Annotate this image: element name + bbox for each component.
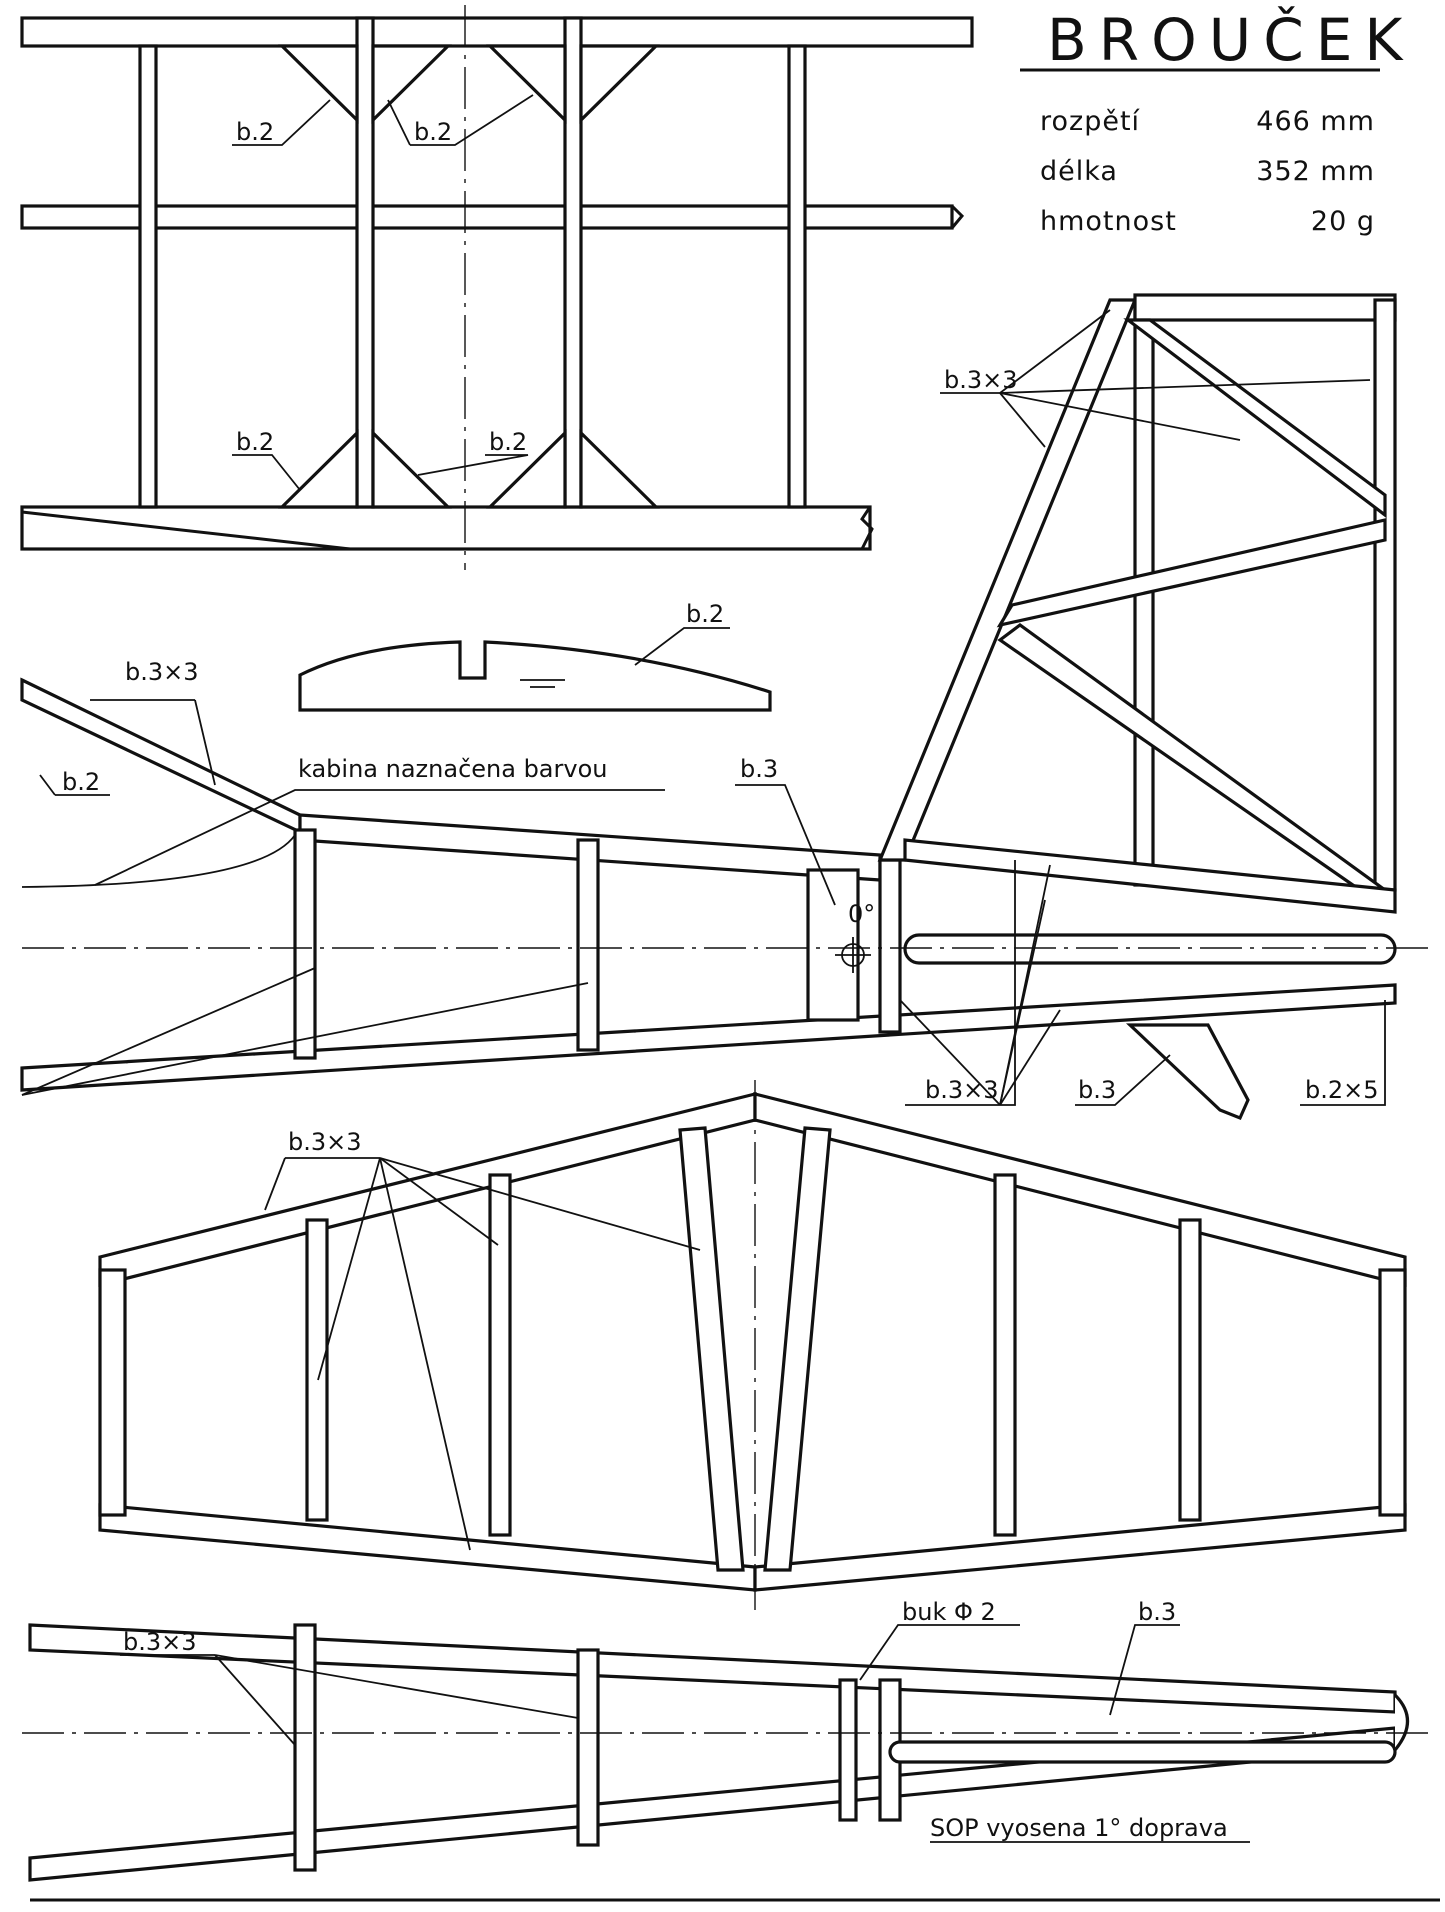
wing-label-b2-b: b.2 — [414, 118, 452, 146]
canopy-note: kabina naznačena barvou — [298, 755, 607, 783]
spec-label-length: délka — [1040, 156, 1118, 187]
wing-label-b2-d: b.2 — [489, 428, 527, 456]
spec-label-mass: hmotnost — [1040, 206, 1177, 237]
spec-label-span: rozpětí — [1040, 106, 1141, 137]
title-block: BROUČEK rozpětí 466 mm délka 352 mm hmot… — [1020, 5, 1414, 237]
top-label-b3x3: b.3×3 — [123, 1628, 197, 1656]
fuselage-label-b3: b.3 — [740, 755, 778, 783]
fin-label-b3x3: b.3×3 — [944, 366, 1018, 394]
plan-title: BROUČEK — [1047, 5, 1414, 74]
rudder-offset-note: SOP vyosena 1° doprava — [930, 1814, 1228, 1842]
fuselage-side-view: b.3×3 b.2 kabina naznačena barvou b.3 0°… — [20, 293, 1430, 1121]
stabilizer-top-view: b.3×3 — [98, 1080, 1407, 1610]
tail-label-b3x3: b.3×3 — [925, 1076, 999, 1104]
spec-value-length: 352 mm — [1256, 156, 1375, 187]
fuselage-label-b2: b.2 — [62, 768, 100, 796]
top-label-b3: b.3 — [1138, 1598, 1176, 1626]
dowel-note: buk Φ 2 — [902, 1598, 996, 1626]
spec-value-mass: 20 g — [1311, 206, 1375, 237]
spec-value-span: 466 mm — [1256, 106, 1375, 137]
tail-label-b2x5: b.2×5 — [1305, 1076, 1379, 1104]
stab-label-b3x3: b.3×3 — [288, 1128, 362, 1156]
incidence-angle: 0° — [848, 900, 875, 928]
rib-label-b2: b.2 — [686, 600, 724, 628]
rib-profile: b.2 — [298, 600, 772, 712]
wing-top-view: b.2 b.2 b.2 b.2 — [20, 5, 974, 570]
wing-label-b2-a: b.2 — [236, 118, 274, 146]
wing-label-b2-c: b.2 — [236, 428, 274, 456]
fuselage-top-view: b.3×3 buk Φ 2 b.3 SOP vyosena 1° doprava — [22, 1598, 1430, 1882]
fuselage-label-b3x3: b.3×3 — [125, 658, 199, 686]
skid-label-b3: b.3 — [1078, 1076, 1116, 1104]
